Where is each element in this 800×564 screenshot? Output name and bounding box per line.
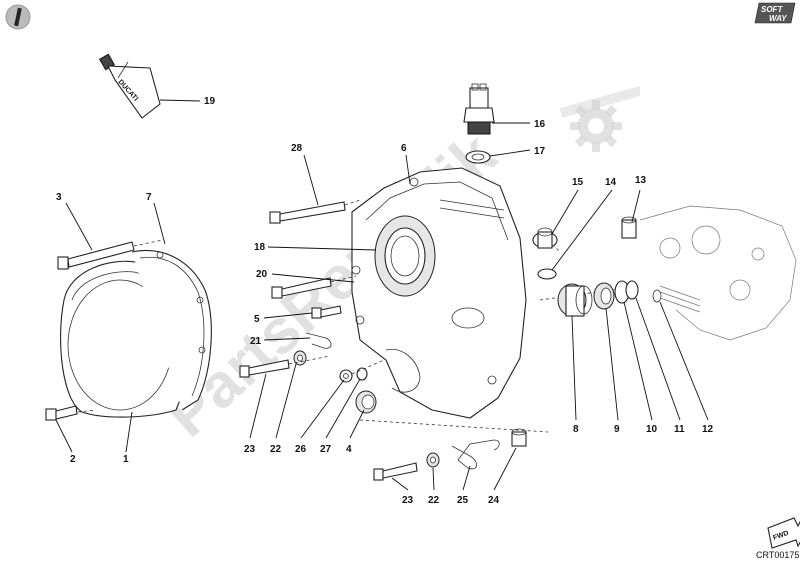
callout-4: 4 (346, 444, 352, 455)
callout-7: 7 (146, 192, 152, 203)
callout-28: 28 (291, 143, 303, 154)
callout-14: 14 (605, 177, 617, 188)
callout-15: 15 (572, 177, 584, 188)
callout-25: 25 (457, 495, 469, 506)
callout-3: 3 (56, 192, 62, 203)
washer-27-part (356, 367, 368, 381)
bolt-23b-part (373, 462, 418, 481)
callout-27: 27 (320, 444, 332, 455)
sealant-tube-part: DUCATI (98, 53, 161, 119)
bolt-23a-part (239, 359, 290, 378)
callout-17: 17 (534, 146, 546, 157)
callout-6: 6 (401, 143, 407, 154)
callout-1: 1 (123, 454, 129, 465)
seal-4-part (355, 390, 377, 414)
callout-11: 11 (674, 424, 685, 435)
callout-12: 12 (702, 424, 714, 435)
page-corner-icon (5, 4, 31, 30)
sensor-16-part (463, 83, 495, 135)
callout-23b: 23 (402, 495, 414, 506)
inner-cover-part (351, 167, 527, 419)
forward-arrow-icon: FWD (767, 517, 800, 549)
washer-17-part (465, 150, 491, 164)
callout-16: 16 (534, 119, 546, 130)
reference-code: CRT00175 (756, 550, 799, 560)
leader-lines (55, 99, 709, 491)
softway-logo-text-2: WAY (769, 14, 787, 23)
callout-2: 2 (70, 454, 76, 465)
bolt-3-part (57, 241, 135, 270)
cover-gasket-part (131, 250, 212, 411)
nut-26-part (339, 369, 353, 383)
clip-21-part (305, 332, 332, 349)
bush-13-part (621, 216, 637, 239)
callout-9: 9 (614, 424, 620, 435)
engine-case-ghost (639, 205, 797, 341)
oring-14-part (537, 268, 557, 280)
oring-12-part (652, 289, 662, 303)
softway-logo-text-1: SOFT (761, 5, 783, 14)
gear-watermark-icon (570, 100, 622, 152)
bolt-2-part (45, 405, 78, 421)
callout-10: 10 (646, 424, 658, 435)
callout-5: 5 (254, 314, 260, 325)
callout-26: 26 (295, 444, 307, 455)
callout-20: 20 (256, 269, 268, 280)
softway-logo: SOFT WAY (754, 2, 796, 24)
bush-24-part (511, 428, 527, 447)
oil-seal-part (374, 215, 436, 297)
washer-22b-part (426, 452, 440, 468)
callout-24: 24 (488, 495, 500, 506)
bolt-5-part (311, 305, 342, 319)
plug-15-part (532, 227, 558, 249)
bolt-20-part (271, 277, 332, 299)
circlip-11-part (625, 280, 639, 300)
sleeve-8-part (557, 283, 593, 317)
callout-8: 8 (573, 424, 579, 435)
callout-22b: 22 (428, 495, 440, 506)
bearing-9-part (593, 282, 615, 310)
callout-numbers: 19 3 7 28 6 18 20 5 21 23 22 26 27 4 2 1… (56, 96, 714, 506)
callout-23a: 23 (244, 444, 256, 455)
callout-13: 13 (635, 175, 647, 186)
callout-21: 21 (250, 336, 262, 347)
callout-18: 18 (254, 242, 266, 253)
callout-22a: 22 (270, 444, 282, 455)
bolt-28-part (269, 201, 346, 224)
spring-25-part (451, 439, 500, 470)
callout-19: 19 (204, 96, 216, 107)
